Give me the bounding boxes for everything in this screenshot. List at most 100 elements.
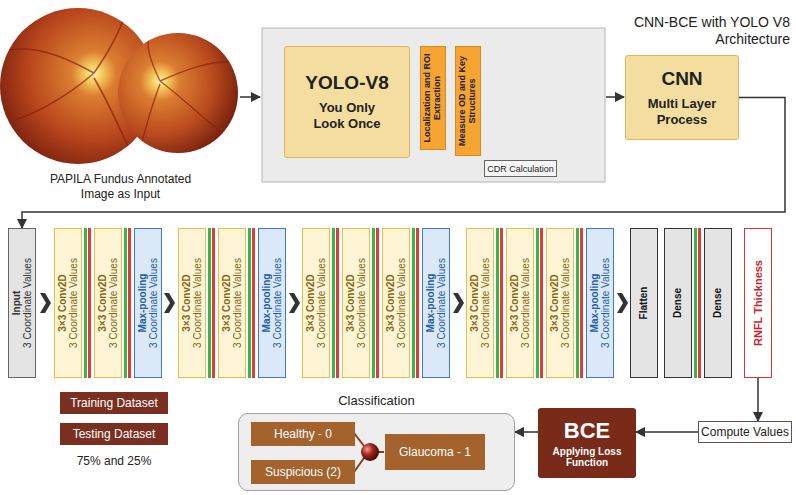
red-bar — [698, 228, 701, 378]
vessel — [160, 62, 236, 81]
rotated-label: 3×3 Conv2D3 Coordinate Values — [55, 229, 81, 377]
red-bar — [580, 228, 583, 378]
node-text: You Only Look Once — [305, 100, 389, 131]
flatten-layer: Flatten — [630, 228, 658, 378]
rotated-label: Max-pooling3 Coordinate Values — [423, 229, 449, 377]
node-text: Localization and ROI Extraction — [423, 47, 443, 149]
node-text: Max-pooling — [137, 274, 149, 333]
conv-layer: 3×3 Conv2D3 Coordinate Values — [94, 228, 122, 378]
process-box: Compute Values — [698, 421, 792, 443]
node-text: 3 Coordinate Values — [22, 258, 34, 348]
rotated-label: Flatten — [631, 229, 657, 377]
rotated-label: Max-pooling3 Coordinate Values — [135, 229, 161, 377]
class-box: Suspicious (2) — [251, 460, 355, 484]
conv-layer: 3×3 Conv2D3 Coordinate Values — [178, 228, 206, 378]
rotated-label: 3×3 Conv2D3 Coordinate Values — [179, 229, 205, 377]
node-text: BCE — [564, 418, 610, 444]
connector-arrow — [757, 378, 759, 421]
node-text: 3 Coordinate Values — [436, 258, 448, 348]
node-text: 3×3 Conv2D — [181, 274, 193, 332]
vessel — [148, 35, 160, 81]
retinal-vessels — [10, 15, 130, 150]
dense-layer: Dense — [704, 228, 732, 378]
node-text: Training Dataset — [70, 396, 158, 410]
red-bar — [128, 228, 131, 378]
conv-layer: 3×3 Conv2D3 Coordinate Values — [382, 228, 410, 378]
rotated-label: Dense — [705, 229, 731, 377]
node-text: Multi Layer Process — [636, 96, 728, 127]
node-text: 3 Coordinate Values — [520, 258, 532, 348]
node-text: 3 Coordinate Values — [560, 258, 572, 348]
node-text: CNN — [661, 68, 702, 90]
input-layer: Input3 Coordinate Values — [8, 228, 36, 378]
node-text: 3 Coordinate Values — [272, 258, 284, 348]
activation-bars — [84, 228, 701, 378]
red-bar — [336, 228, 339, 378]
vessel — [10, 49, 94, 73]
pooling-layer: Max-pooling3 Coordinate Values — [586, 228, 614, 378]
node-text: 3×3 Conv2D — [509, 274, 521, 332]
dataset-box: Testing Dataset — [60, 423, 168, 445]
red-bar — [212, 228, 215, 378]
node-text: 3 Coordinate Values — [316, 258, 328, 348]
note-label: 75% and 25% — [60, 454, 168, 469]
red-bar — [376, 228, 379, 378]
green-bar — [536, 228, 539, 378]
node-text: Dense — [712, 288, 724, 318]
detection-panel — [262, 28, 605, 182]
node-text: 3×3 Conv2D — [97, 274, 109, 332]
green-bar — [332, 228, 335, 378]
node-text: Measure OD and Key Structures — [458, 47, 478, 155]
dataset-box: Training Dataset — [60, 392, 168, 414]
chevron-arrow — [289, 293, 300, 313]
node-text: 3×3 Conv2D — [305, 274, 317, 332]
conv-layer: 3×3 Conv2D3 Coordinate Values — [506, 228, 534, 378]
red-bar — [88, 228, 91, 378]
chevron-arrow — [453, 293, 464, 313]
node-text: 3 Coordinate Values — [600, 258, 612, 348]
rotated-label: 3×3 Conv2D3 Coordinate Values — [343, 229, 369, 377]
node-text: 3×3 Conv2D — [221, 274, 233, 332]
process-box: Localization and ROI Extraction — [420, 46, 446, 150]
rotated-label: Dense — [665, 229, 691, 377]
rotated-label: Localization and ROI Extraction — [421, 47, 445, 149]
red-bar — [416, 228, 419, 378]
green-bar — [496, 228, 499, 378]
connector-arrow — [515, 431, 538, 433]
rotated-label: Max-pooling3 Coordinate Values — [587, 229, 613, 377]
diagram-title: CNN-BCE with YOLO V8 Architecture — [592, 14, 790, 48]
node-text: 3 Coordinate Values — [148, 258, 160, 348]
node-text: Max-pooling — [589, 274, 601, 333]
node-text: 3 Coordinate Values — [108, 258, 120, 348]
rotated-label: 3×3 Conv2D3 Coordinate Values — [219, 229, 245, 377]
connector-arrow — [636, 431, 698, 433]
green-bar — [208, 228, 211, 378]
rotated-label: Max-pooling3 Coordinate Values — [259, 229, 285, 377]
fundus-image — [118, 33, 238, 153]
node-text: Dense — [672, 288, 684, 318]
retinal-vessels — [140, 35, 236, 150]
class-sphere — [361, 443, 379, 461]
class-box: Glaucoma - 1 — [385, 434, 485, 470]
flow-arrow — [240, 96, 260, 98]
node-text: Suspicious (2) — [265, 465, 341, 479]
chevrons — [40, 293, 628, 313]
node-text: 3 Coordinate Values — [68, 258, 80, 348]
conv-layer: 3×3 Conv2D3 Coordinate Values — [218, 228, 246, 378]
note-label: PAPILA Fundus Annotated Image as Input — [38, 172, 203, 202]
dense-layer: Dense — [664, 228, 692, 378]
chevron-arrow — [40, 293, 51, 313]
node-text: CDR Calculation — [487, 164, 554, 174]
conv-layer: 3×3 Conv2D3 Coordinate Values — [546, 228, 574, 378]
model-box: YOLO-V8You Only Look Once — [284, 46, 410, 158]
node-text: Applying Loss Function — [546, 446, 628, 469]
red-bar — [252, 228, 255, 378]
rotated-label: 3×3 Conv2D3 Coordinate Values — [467, 229, 493, 377]
node-text: 3 Coordinate Values — [192, 258, 204, 348]
node-text: 3×3 Conv2D — [549, 274, 561, 332]
node-text: Compute Values — [701, 425, 789, 439]
class-link — [354, 458, 364, 472]
node-text: Input — [11, 291, 23, 315]
node-text: 3 Coordinate Values — [396, 258, 408, 348]
node-text: YOLO-V8 — [305, 72, 388, 94]
